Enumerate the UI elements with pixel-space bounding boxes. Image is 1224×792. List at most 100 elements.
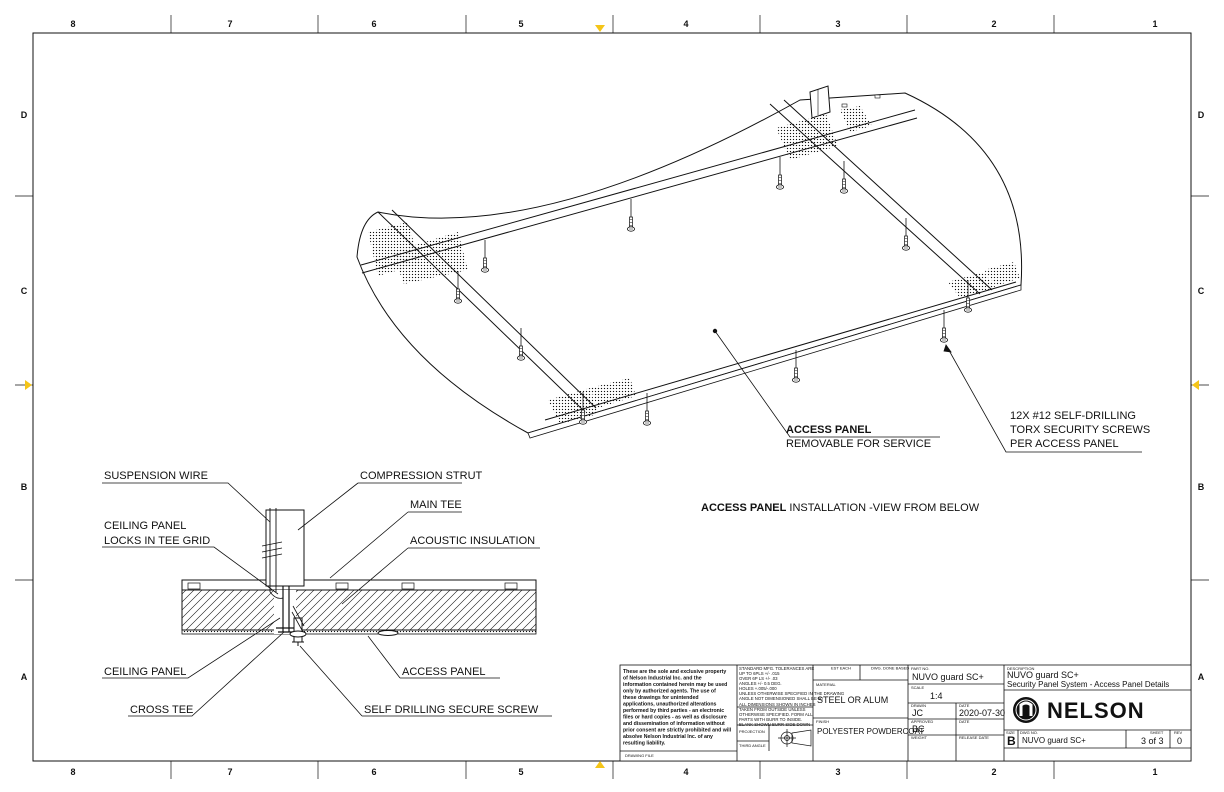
part-no-value: NUVO guard SC+ — [912, 672, 984, 682]
svg-text:4: 4 — [683, 767, 688, 777]
title-block — [619, 664, 1192, 762]
screw-callout-line3: PER ACCESS PANEL — [1010, 438, 1119, 450]
svg-text:2: 2 — [991, 19, 996, 29]
label-access-panel: ACCESS PANEL — [402, 666, 486, 678]
svg-text:3: 3 — [835, 767, 840, 777]
finish-value: POLYESTER POWDERCOAT — [817, 727, 924, 736]
third-angle-label: THIRD ANGLE — [739, 743, 766, 748]
label-suspension-wire: SUSPENSION WIRE — [104, 470, 208, 482]
svg-text:ANGLE NOT DIMENSIONED SHALL BE: ANGLE NOT DIMENSIONED SHALL BE 90 — [739, 696, 823, 701]
acoustic-insulation-hatch — [181, 589, 537, 631]
svg-text:8: 8 — [70, 767, 75, 777]
screw-callout-line1: 12X #12 SELF-DRILLING — [1010, 410, 1136, 422]
label-ceiling-panel-locks-1: CEILING PANEL — [104, 520, 186, 532]
weight-label: WEIGHT — [911, 735, 928, 740]
svg-text:of Nelson Industrial Inc. and: of Nelson Industrial Inc. and the — [623, 676, 702, 682]
zone-labels-bottom: 8 7 6 5 4 3 2 1 — [70, 767, 1157, 777]
tee-bracket — [809, 85, 881, 119]
svg-text:6: 6 — [371, 767, 376, 777]
svg-text:B: B — [1198, 482, 1205, 492]
svg-text:1: 1 — [1152, 767, 1157, 777]
material-value: STEEL OR ALUM — [817, 695, 888, 705]
scale-label: SCALE — [911, 685, 924, 690]
date-label: DATE — [959, 703, 970, 708]
view-caption: ACCESS PANEL INSTALLATION -VIEW FROM BEL… — [701, 502, 980, 514]
svg-text:A: A — [1198, 672, 1205, 682]
svg-text:OTHERWISE SPECIFIED. FORM ALL: OTHERWISE SPECIFIED. FORM ALL — [739, 712, 813, 717]
sheet-value: 3 of 3 — [1141, 736, 1164, 746]
svg-text:performed by third parties - a: performed by third parties - an electron… — [623, 708, 724, 714]
svg-text:prior consent are strictly pro: prior consent are strictly prohibited an… — [623, 728, 732, 734]
zone-labels-top: 8 7 6 5 4 3 2 1 — [70, 19, 1157, 29]
description-line1: NUVO guard SC+ — [1007, 670, 1079, 680]
svg-text:these drawings for unintended: these drawings for unintended — [623, 695, 699, 701]
svg-text:3: 3 — [835, 19, 840, 29]
zone-labels-right: D C B A — [1198, 110, 1205, 682]
size-label: SIZE — [1006, 730, 1015, 735]
svg-text:OVER 6P LS +/- .03: OVER 6P LS +/- .03 — [739, 676, 778, 681]
compression-strut — [265, 509, 305, 587]
dwg-no-value: NUVO guard SC+ — [1022, 736, 1086, 745]
rev-label: REV — [1174, 730, 1183, 735]
svg-text:5: 5 — [518, 19, 523, 29]
svg-text:1: 1 — [1152, 19, 1157, 29]
svg-text:information contained herein m: information contained herein may be used — [623, 682, 727, 688]
description-label: DESCRIPTION — [1007, 666, 1034, 671]
svg-text:UNLESS OTHERWISE SPECIFIED IN: UNLESS OTHERWISE SPECIFIED IN THE DRAWIN… — [739, 691, 845, 696]
label-main-tee: MAIN TEE — [410, 499, 462, 511]
svg-text:only by authorized agents. The: only by authorized agents. The use of — [623, 689, 716, 695]
svg-text:7: 7 — [227, 767, 232, 777]
dwg-no-label: DWG NO. — [1020, 730, 1038, 735]
svg-text:D: D — [1198, 110, 1205, 120]
svg-text:These are the sole and exclusi: These are the sole and exclusive propert… — [623, 669, 726, 675]
label-compression-strut: COMPRESSION STRUT — [360, 470, 483, 482]
svg-text:6: 6 — [371, 19, 376, 29]
screw-callout-line2: TORX SECURITY SCREWS — [1010, 424, 1150, 436]
svg-text:4: 4 — [683, 19, 688, 29]
scale-value: 1:4 — [930, 691, 943, 701]
svg-text:A: A — [21, 672, 28, 682]
date-value: 2020-07-30 — [959, 708, 1005, 718]
label-self-drilling-screw: SELF DRILLING SECURE SCREW — [364, 704, 539, 716]
description-line2: Security Panel System - Access Panel Det… — [1007, 680, 1169, 689]
svg-text:PARTS WITH BURR TO INSIDE.: PARTS WITH BURR TO INSIDE. — [739, 717, 802, 722]
access-panel-subtitle: REMOVABLE FOR SERVICE — [786, 438, 931, 450]
drawing-file-label: DRAWING FILE — [625, 753, 654, 758]
svg-text:C: C — [21, 286, 28, 296]
svg-text:C: C — [1198, 286, 1205, 296]
tolerances: STANDARD MFG. TOLERANCES ARE UP TO 6PLS … — [739, 666, 845, 727]
svg-text:resulting liability.: resulting liability. — [623, 741, 666, 747]
svg-text:HOLES +.005/-.000: HOLES +.005/-.000 — [739, 686, 777, 691]
rev-value: 0 — [1177, 736, 1182, 746]
iso-callouts — [712, 328, 1142, 453]
svg-text:2: 2 — [991, 767, 996, 777]
section-leaders — [102, 482, 552, 717]
iso-panel-view — [356, 85, 1023, 439]
nelson-logo: NELSON — [1013, 697, 1145, 723]
finish-label: FINISH — [816, 719, 829, 724]
center-markers — [25, 25, 1199, 768]
sheet-border — [15, 15, 1209, 779]
size-value: B — [1007, 734, 1016, 748]
label-ceiling-panel-locks-2: LOCKS IN TEE GRID — [104, 535, 210, 547]
svg-text:applications, unauthorized alt: applications, unauthorized alterations — [623, 702, 717, 708]
svg-text:and dissemination of informati: and dissemination of information without — [623, 721, 725, 727]
svg-text:7: 7 — [227, 19, 232, 29]
part-no-label: PART NO. — [911, 666, 929, 671]
svg-text:5: 5 — [518, 767, 523, 777]
est-each-label: EST EACH — [831, 666, 851, 671]
material-label: MATERIAL — [816, 682, 836, 687]
brand-name: NELSON — [1047, 698, 1145, 723]
drawn-value: JC — [912, 708, 924, 718]
svg-text:ANGLES +/- 0.5 DEG.: ANGLES +/- 0.5 DEG. — [739, 681, 782, 686]
zone-labels-left: D C B A — [21, 110, 28, 682]
svg-text:ALL DIMENSIONS SHOWN IN INCHES: ALL DIMENSIONS SHOWN IN INCHES — [739, 702, 816, 707]
iso-callout-texts: ACCESS PANEL REMOVABLE FOR SERVICE 12X #… — [701, 410, 1150, 514]
date2-label: DATE — [959, 719, 970, 724]
svg-text:UP TO 6PLS +/- .015: UP TO 6PLS +/- .015 — [739, 671, 780, 676]
svg-text:files or hard copies - as well: files or hard copies - as well as disclo… — [623, 715, 727, 721]
svg-text:absolve Nelson Industrial Inc.: absolve Nelson Industrial Inc. of any — [623, 734, 713, 740]
label-acoustic-insulation: ACOUSTIC INSULATION — [410, 535, 535, 547]
approved-value: BC — [912, 724, 925, 734]
approved-label: APPROVED — [911, 719, 933, 724]
